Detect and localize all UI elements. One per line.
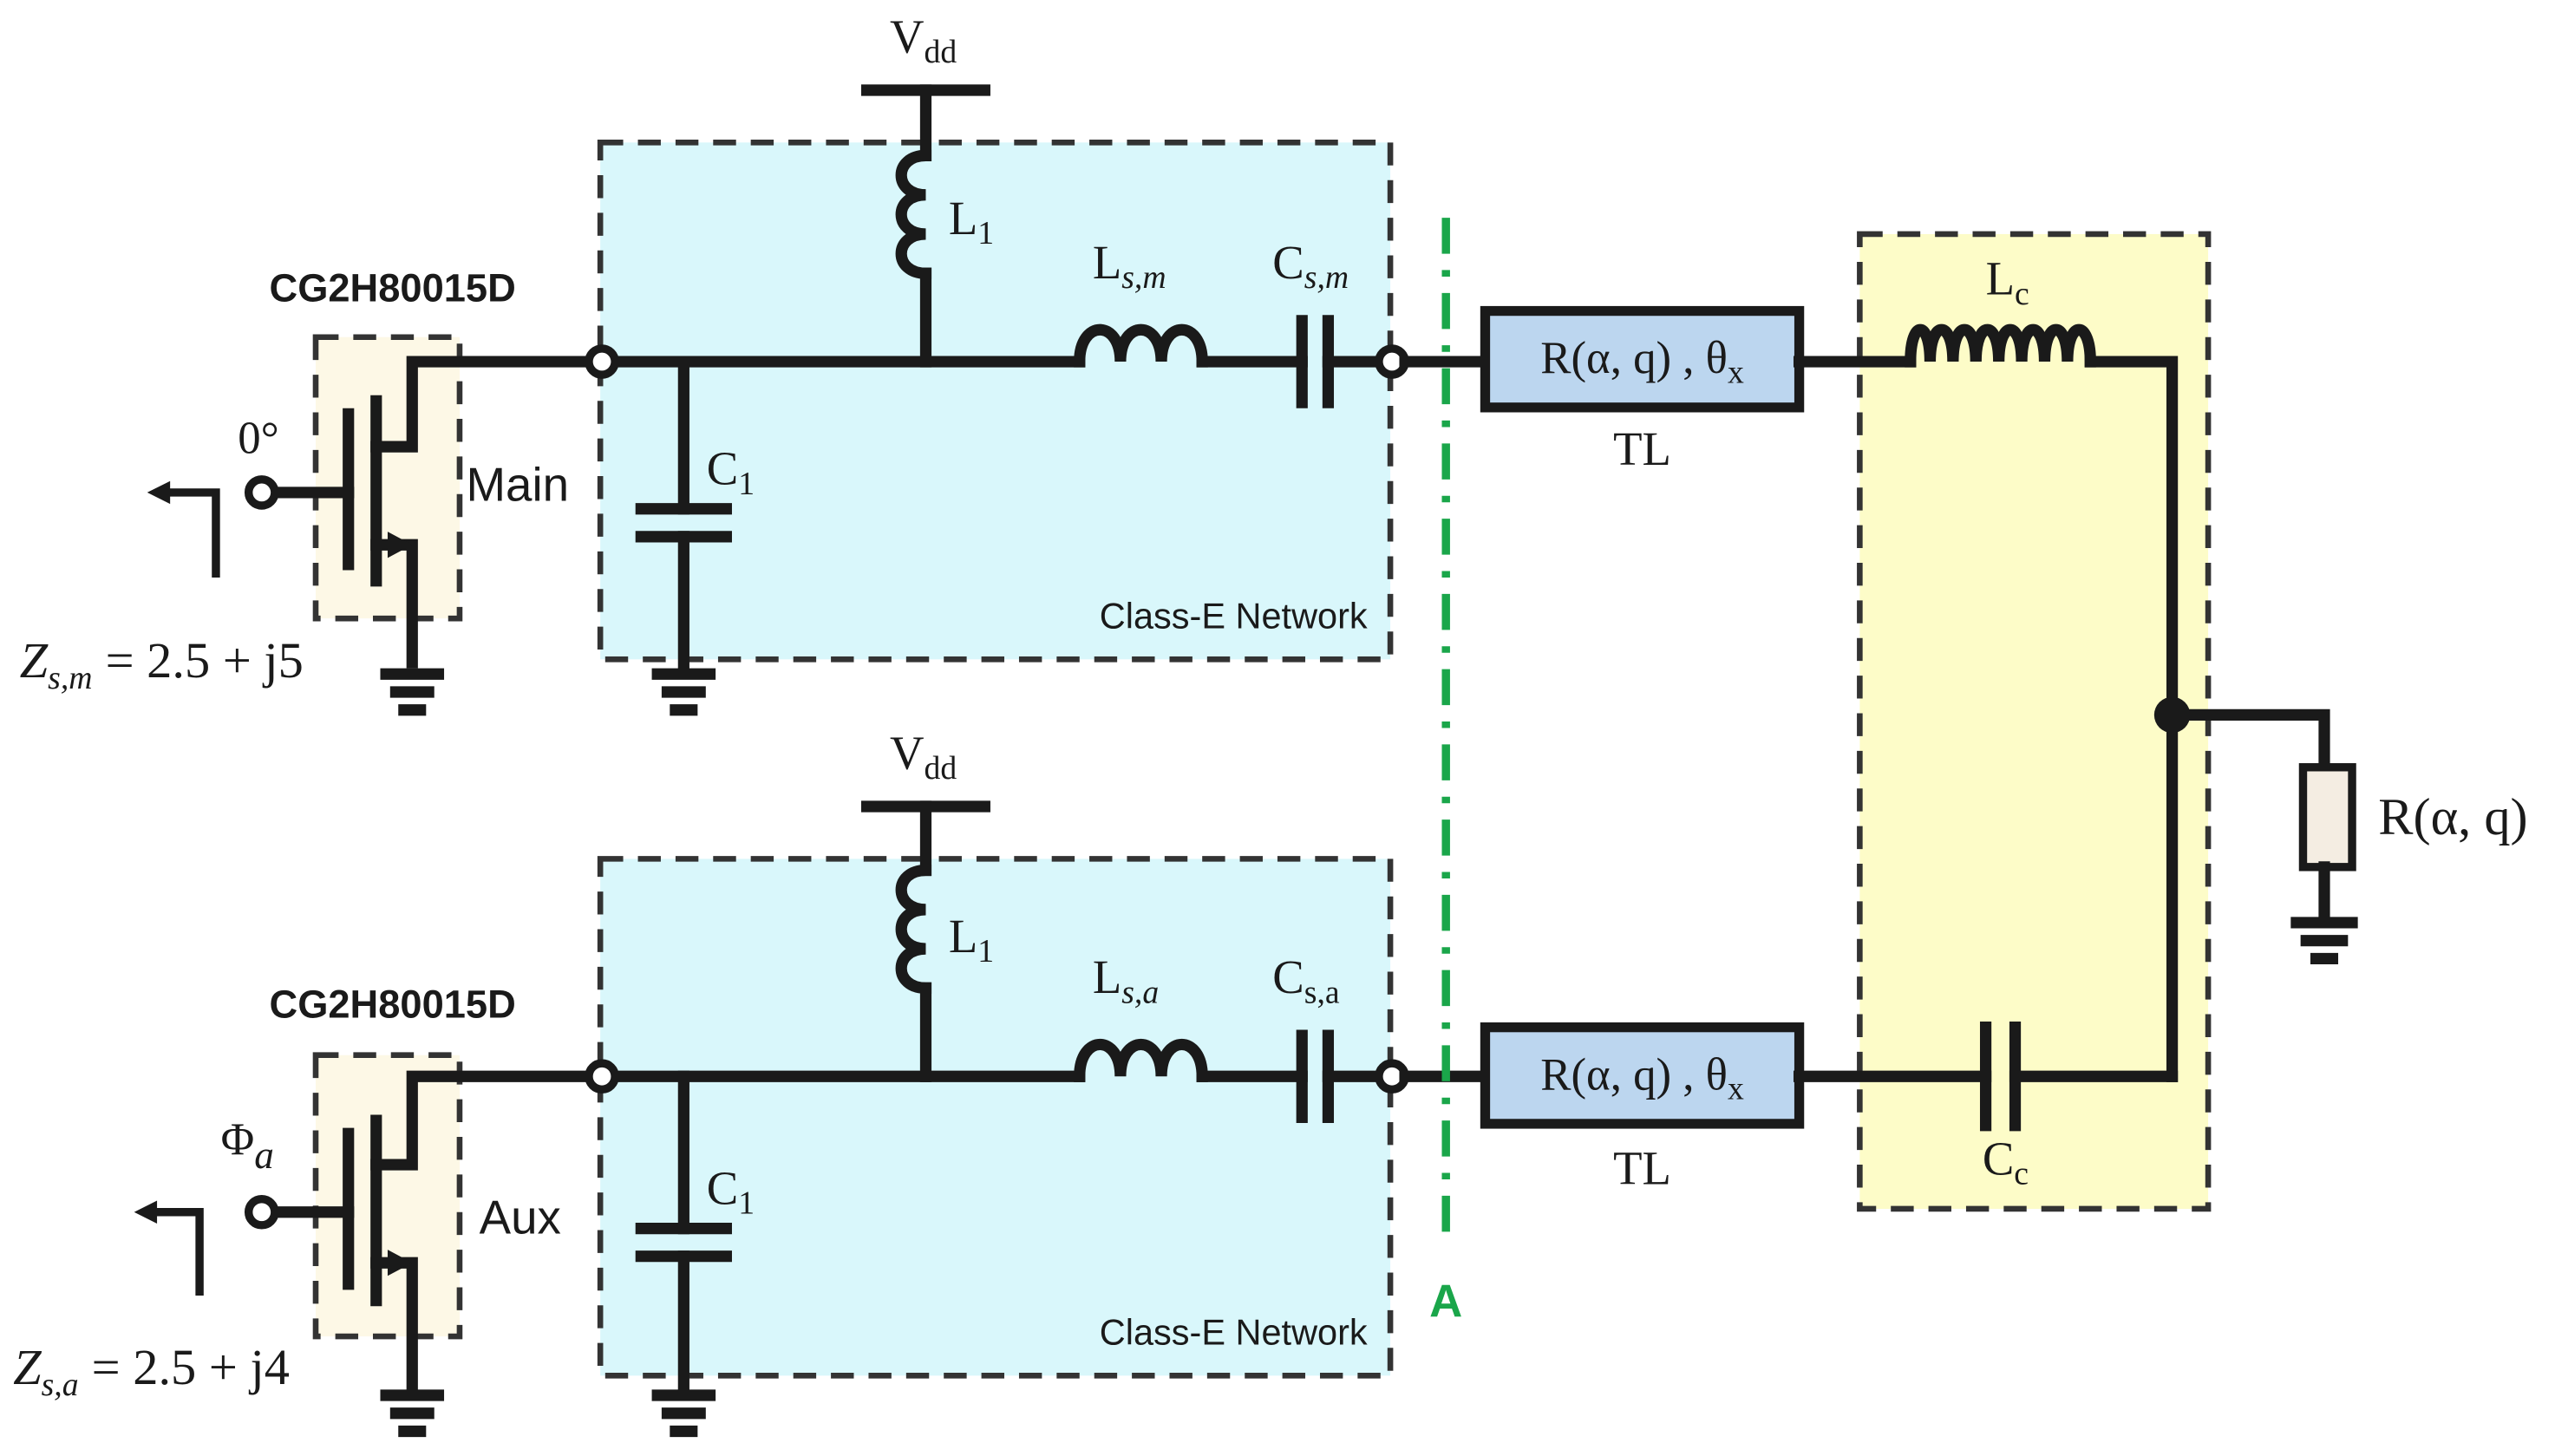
gate-terminal-main: [244, 475, 279, 510]
ground-load: [2290, 917, 2358, 965]
reference-plane-label: A: [1429, 1276, 1462, 1327]
device-label-aux: CG2H80015D: [270, 982, 516, 1026]
class-e-box-aux: [597, 856, 1394, 1379]
capacitor-c1-main: [635, 356, 732, 677]
device-box-main: [312, 334, 463, 622]
transistor-main: [267, 356, 606, 669]
vdd-rail-aux: [860, 800, 990, 877]
cc-label: Cc: [1983, 1132, 2029, 1192]
capacitor-cs-main: [1296, 315, 1385, 408]
gate-terminal-aux: [244, 1194, 279, 1230]
phase-label-aux: Φa: [221, 1115, 274, 1177]
capacitor-c1-aux: [635, 1070, 732, 1396]
input-arrow-aux: [134, 1200, 204, 1296]
source-impedance-aux: Zs,a= 2.5 + j4: [13, 1339, 290, 1403]
tl-text-aux: R(α, q) , θx: [1540, 1049, 1744, 1107]
class-e-input-node-main: [585, 344, 619, 379]
vdd-label-main: Vdd: [890, 10, 957, 70]
inductor-ls-aux: [1074, 1039, 1308, 1082]
phase-label-main: 0°: [238, 414, 279, 464]
vdd-label-aux: Vdd: [890, 727, 957, 787]
l1-label-main: L1: [949, 192, 994, 251]
combiner-box: [1857, 231, 2212, 1212]
load-network: [2153, 696, 2358, 965]
ls-label-aux: Ls,a: [1093, 950, 1159, 1010]
lc-label: Lc: [1986, 252, 2029, 312]
role-label-main: Main: [467, 457, 570, 511]
cs-label-main: Cs,m: [1272, 236, 1349, 296]
role-label-aux: Aux: [480, 1190, 561, 1244]
inductor-ls-main: [1074, 323, 1308, 368]
ground-c1-main: [651, 668, 716, 716]
vdd-rail-main: [860, 84, 990, 162]
load-resistor: [2298, 763, 2356, 872]
network-label-main: Class-E Network: [1100, 595, 1368, 636]
tl-text-main: R(α, q) , θx: [1540, 333, 1744, 390]
ls-label-main: Ls,m: [1093, 236, 1166, 296]
capacitor-cc: [1979, 1022, 2179, 1132]
capacitor-cs-aux: [1296, 1029, 1385, 1123]
tl-label-main: TL: [1613, 422, 1671, 475]
inductor-l1-main: [895, 149, 932, 368]
load-label: R(α, q): [2378, 788, 2527, 846]
inductor-lc: [1905, 323, 2179, 1082]
source-impedance-main: Zs,m= 2.5 + j5: [20, 632, 304, 696]
ground-source-aux: [380, 1389, 445, 1438]
main-branch: [147, 84, 2179, 1082]
ground-c1-aux: [651, 1389, 716, 1438]
class-e-box-main: [597, 140, 1394, 663]
aux-branch: [134, 800, 2179, 1438]
ground-source-main: [380, 668, 445, 716]
c1-label-main: C1: [707, 441, 755, 501]
input-arrow-main: [147, 480, 220, 578]
network-label-aux: Class-E Network: [1100, 1312, 1368, 1353]
device-box-aux: [312, 1052, 463, 1340]
device-label-main: CG2H80015D: [270, 265, 516, 310]
class-e-input-node-aux: [585, 1059, 619, 1094]
l1-label-aux: L1: [949, 910, 994, 970]
transistor-aux: [267, 1070, 606, 1394]
inductor-l1-aux: [895, 864, 932, 1082]
tl-label-aux: TL: [1613, 1142, 1671, 1195]
c1-label-aux: C1: [707, 1161, 755, 1221]
cs-label-aux: Cs,a: [1272, 950, 1340, 1010]
